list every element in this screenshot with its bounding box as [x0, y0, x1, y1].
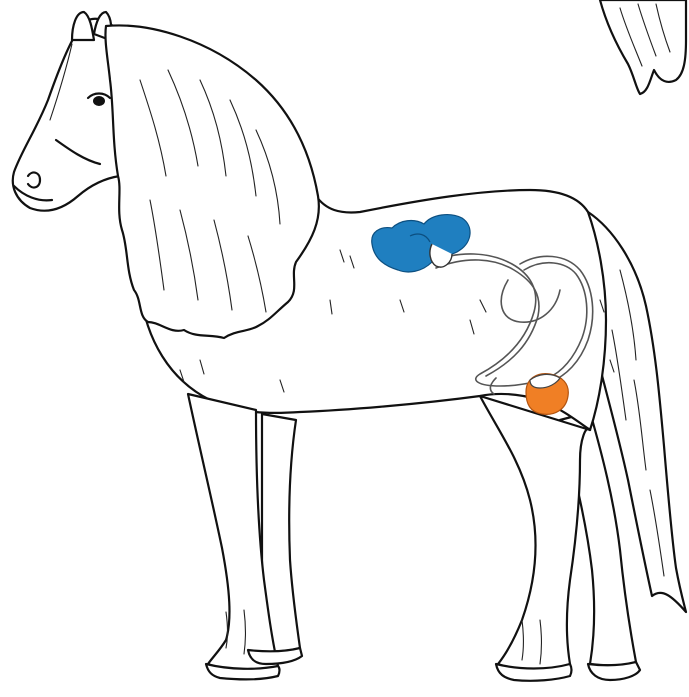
corner-feather-drawing	[600, 0, 686, 94]
bladder	[526, 374, 568, 415]
far-front-hoof	[248, 648, 302, 664]
far-hind-hoof	[588, 662, 640, 680]
near-hind-leg	[480, 396, 590, 681]
